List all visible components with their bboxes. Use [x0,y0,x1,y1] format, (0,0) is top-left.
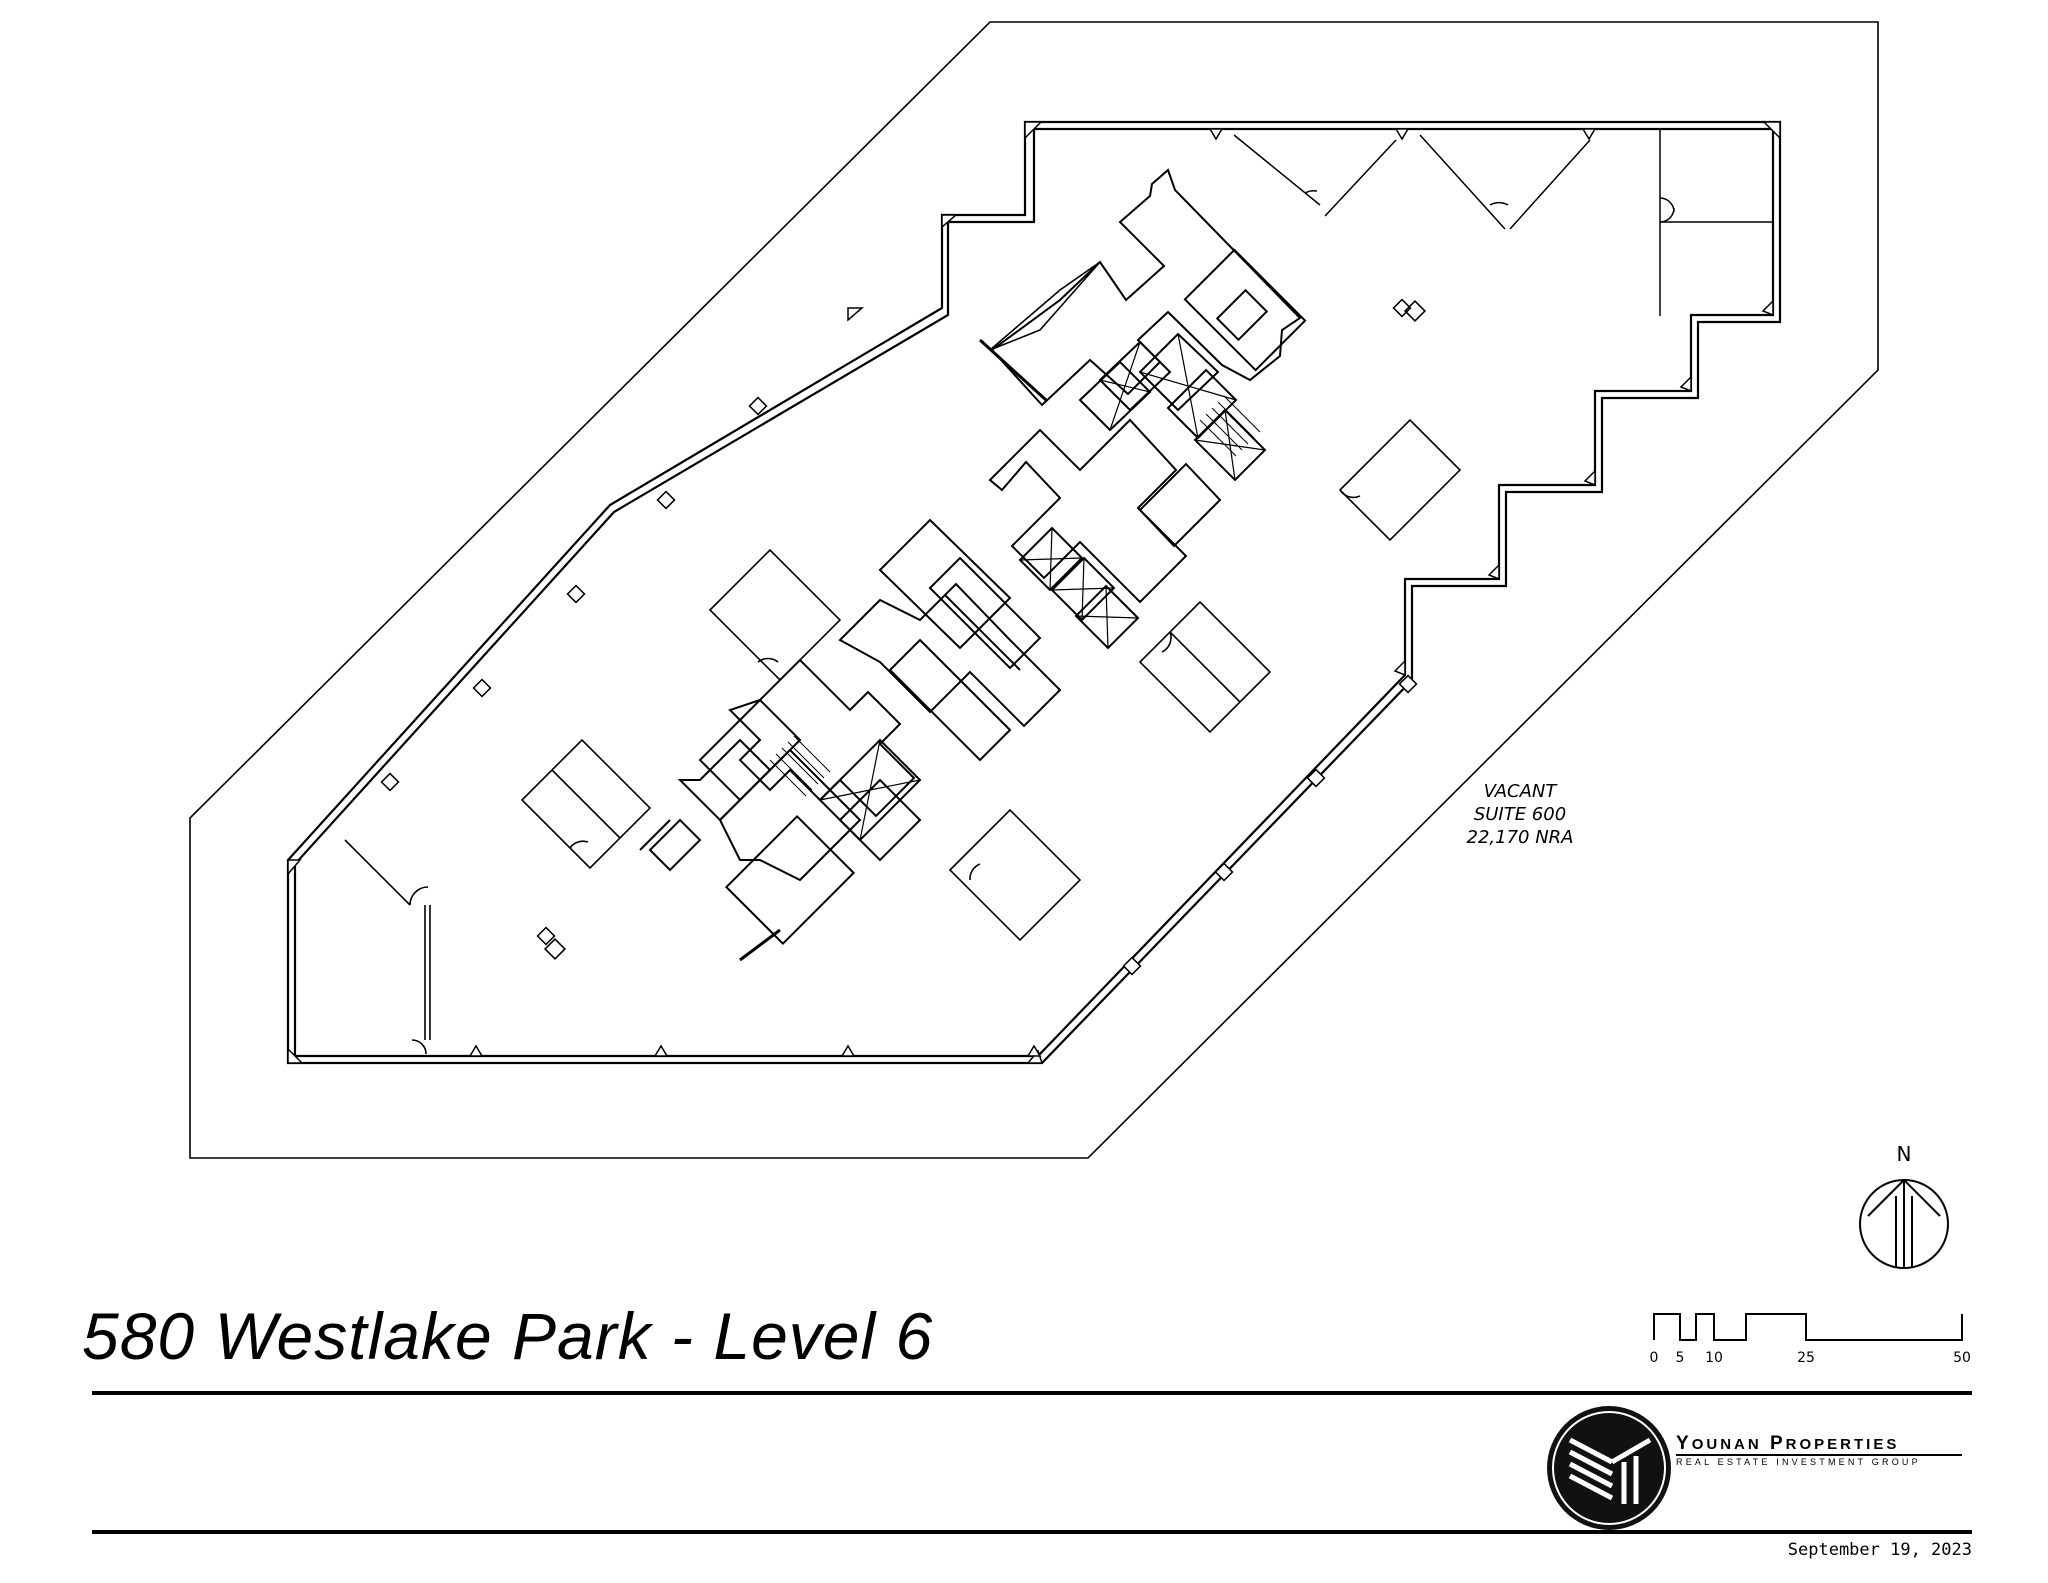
title-divider-bottom [92,1530,1972,1534]
interior-rooms [344,261,1462,1055]
company-tagline: REAL ESTATE INVESTMENT GROUP [1676,1457,1921,1467]
scale-label-0: 0 [1649,1350,1659,1366]
scale-bar [1653,1313,1963,1341]
company-name: YOUNAN PROPERTIES [1676,1433,1899,1455]
company-tagline-rule [1676,1454,1962,1456]
company-logo-icon [1547,1406,1671,1530]
company-name-y: Y [1676,1433,1692,1454]
company-name-p: P [1769,1433,1786,1454]
perimeter-columns [287,121,1781,1064]
suite-status: VACANT [1483,781,1557,802]
elevator-shafts [819,333,1266,841]
scale-label-50: 50 [1953,1350,1971,1366]
scale-label-25: 25 [1797,1350,1815,1366]
north-label: N [1896,1142,1912,1166]
company-name-ounan: OUNAN [1691,1436,1762,1453]
north-arrow-icon [1859,1179,1949,1269]
building-outline [286,120,1782,1065]
suite-name: SUITE 600 [1473,804,1567,825]
stair-treads [769,395,1261,797]
plan-date: September 19, 2023 [1787,1540,1972,1560]
suite-area: 22,170 NRA [1466,827,1574,848]
building-core [639,168,1307,962]
title-divider-top [92,1391,1972,1395]
scale-label-5: 5 [1675,1350,1685,1366]
site-boundary [189,21,1879,1159]
page-title: 580 Westlake Park - Level 6 [82,1299,934,1373]
suite-label: VACANT SUITE 600 22,170 NRA [1420,780,1620,849]
scale-label-10: 10 [1705,1350,1723,1366]
northeast-offices [1233,129,1773,316]
company-name-roperties: ROPERTIES [1785,1436,1900,1453]
